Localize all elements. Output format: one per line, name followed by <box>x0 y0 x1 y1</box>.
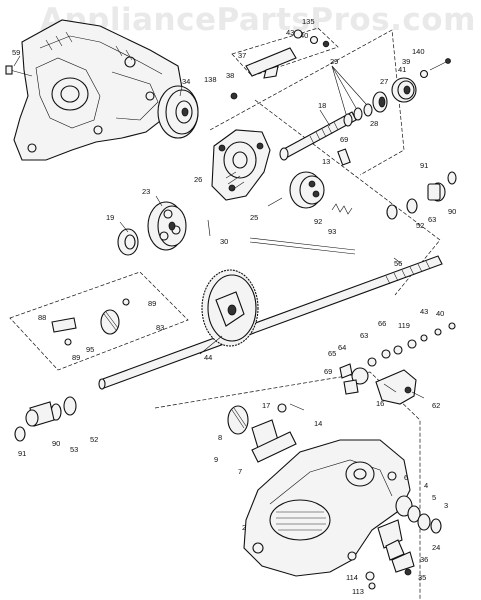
label-113: 113 <box>352 587 364 596</box>
label-27: 27 <box>380 77 388 86</box>
shaft-box <box>254 99 441 296</box>
label-92: 92 <box>314 217 322 226</box>
label-19: 19 <box>106 213 114 222</box>
label-30: 30 <box>220 237 228 246</box>
label-66: 66 <box>378 319 386 328</box>
label-65: 65 <box>328 349 336 358</box>
gear-carrier-26 <box>211 129 271 201</box>
upper-housing <box>13 19 183 161</box>
label-37: 37 <box>238 51 246 60</box>
label-114: 114 <box>346 573 358 582</box>
upper-bracket-box <box>231 27 339 77</box>
label-43b: 43 <box>420 307 428 316</box>
label-35: 35 <box>418 573 426 582</box>
label-95: 95 <box>86 345 94 354</box>
brake-kit <box>51 298 130 346</box>
label-36: 36 <box>420 555 428 564</box>
label-13: 13 <box>322 157 330 166</box>
washers-29-28 <box>343 103 373 127</box>
bearing-27 <box>372 91 388 113</box>
label-28: 28 <box>370 119 378 128</box>
bottom-right-parts <box>385 495 442 576</box>
leader-lines <box>13 55 425 399</box>
label-9: 9 <box>214 455 218 464</box>
label-7: 7 <box>238 467 242 476</box>
label-17: 17 <box>262 401 270 410</box>
label-56: 56 <box>394 259 402 268</box>
label-3: 3 <box>444 501 448 510</box>
label-89a: 89 <box>148 299 156 308</box>
label-90b: 90 <box>52 439 60 448</box>
label-63a: 63 <box>428 215 436 224</box>
label-41: 41 <box>398 65 406 74</box>
label-52a: 52 <box>416 221 424 230</box>
label-91a: 91 <box>420 161 428 170</box>
label-69: 69 <box>340 135 348 144</box>
label-2: 2 <box>242 523 246 532</box>
label-5: 5 <box>432 493 436 502</box>
swashplate-group <box>227 403 305 463</box>
label-40b: 40 <box>436 309 444 318</box>
label-6: 6 <box>404 473 408 482</box>
label-63b: 63 <box>360 331 368 340</box>
brake-kit-box <box>9 271 189 371</box>
label-69b: 69 <box>324 367 332 376</box>
bolt-59 <box>5 65 33 77</box>
control-arm-group <box>339 322 456 405</box>
gear-41 <box>391 77 417 103</box>
label-88: 88 <box>38 313 46 322</box>
label-16: 16 <box>376 399 384 408</box>
label-44: 44 <box>204 353 212 362</box>
screw-25 <box>267 197 283 207</box>
label-43a: 43 <box>286 28 294 37</box>
pin-30 <box>207 219 211 237</box>
bearing-19 <box>117 228 139 256</box>
label-135: 135 <box>302 17 315 26</box>
label-52b: 52 <box>90 435 98 444</box>
label-119: 119 <box>398 321 410 330</box>
label-8: 8 <box>218 433 222 442</box>
label-53: 53 <box>70 445 78 454</box>
axle-56 <box>98 255 443 390</box>
spring-93 <box>331 203 353 215</box>
shaft-18 <box>279 111 357 161</box>
label-40a: 40 <box>300 31 308 40</box>
label-89b: 89 <box>72 353 80 362</box>
axle-upper <box>249 237 356 255</box>
pulley-34 <box>157 85 199 139</box>
label-140: 140 <box>412 47 425 56</box>
left-bushings <box>14 396 77 442</box>
label-64: 64 <box>338 343 346 352</box>
right-bushings <box>386 171 457 220</box>
label-34: 34 <box>182 77 190 86</box>
brake-bracket-group <box>230 29 330 100</box>
pin-69 <box>337 148 351 166</box>
label-62: 62 <box>432 401 440 410</box>
gear-23 <box>147 201 187 251</box>
label-23: 23 <box>142 187 150 196</box>
label-90a: 90 <box>448 207 456 216</box>
label-4: 4 <box>424 481 428 490</box>
label-138: 138 <box>204 75 217 84</box>
label-91b: 91 <box>18 449 26 458</box>
drain-plugs <box>365 571 376 590</box>
label-14: 14 <box>314 419 322 428</box>
lower-housing <box>243 439 411 577</box>
label-59: 59 <box>12 48 20 57</box>
label-29: 29 <box>330 57 338 66</box>
part-labels: 59 135 43 40 37 140 39 138 38 41 34 27 2… <box>12 17 456 596</box>
label-24: 24 <box>432 543 440 552</box>
label-93: 93 <box>328 227 336 236</box>
ring-gear-44 <box>201 269 259 347</box>
label-26: 26 <box>194 175 202 184</box>
label-18: 18 <box>318 101 326 110</box>
cylinder-block <box>289 171 325 209</box>
label-38: 38 <box>226 71 234 80</box>
label-25: 25 <box>250 213 258 222</box>
label-39: 39 <box>402 57 410 66</box>
fasteners-39-140 <box>419 58 451 79</box>
label-83: 83 <box>156 323 164 332</box>
